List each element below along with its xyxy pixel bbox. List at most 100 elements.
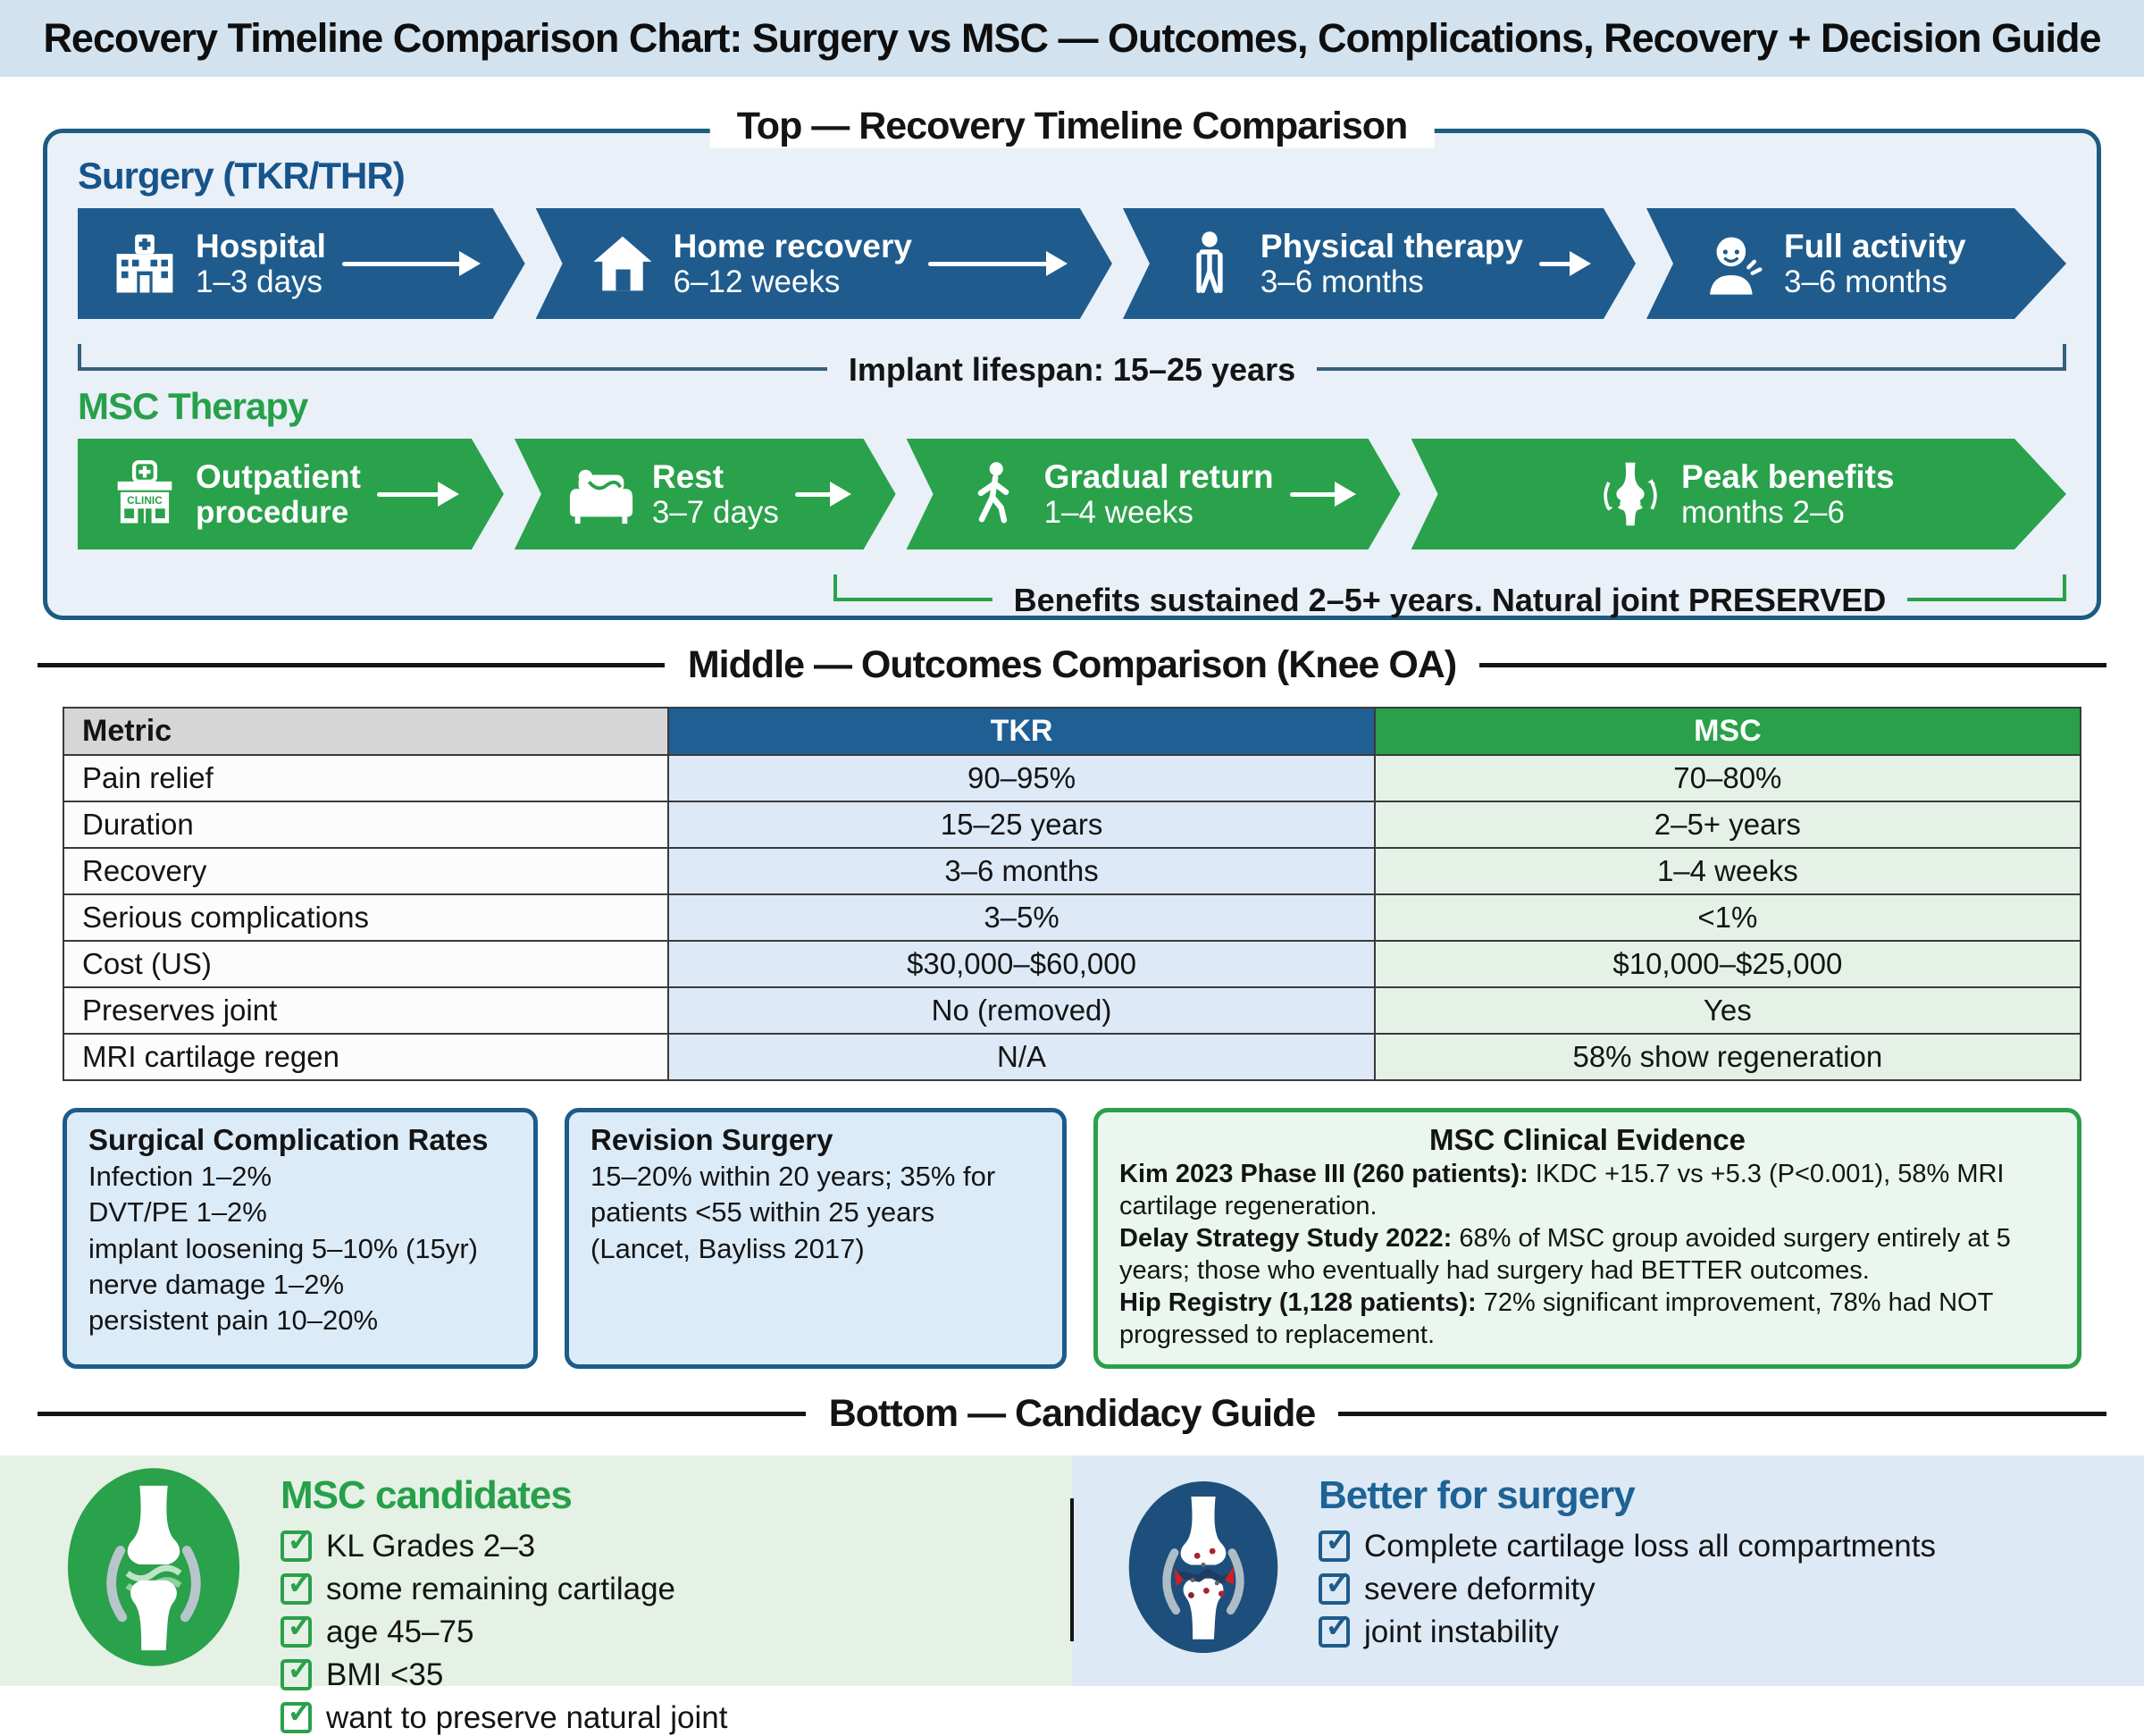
svg-text:CLINIC: CLINIC (127, 494, 163, 507)
stage-subtitle: 6–12 weeks (673, 264, 841, 300)
tkr-cell: 3–6 months (667, 847, 1376, 895)
msc-cell: 2–5+ years (1373, 801, 2082, 849)
stage-title: Home recovery (673, 227, 912, 264)
checkbox-icon (1319, 1607, 1352, 1648)
checkbox-icon (281, 1522, 314, 1563)
msc-cell: 1–4 weeks (1373, 847, 2082, 895)
right-arrow-icon (795, 492, 850, 497)
tkr-cell: 3–5% (667, 893, 1376, 942)
checklist-item: severe deformity (1319, 1564, 1936, 1607)
tkr-cell: 90–95% (667, 754, 1376, 802)
evidence-item: Hip Registry (1,128 patients): 72% signi… (1119, 1287, 1993, 1349)
checklist-label: some remaining cartilage (326, 1571, 676, 1606)
stage-subtitle: 3–6 months (1260, 264, 1424, 300)
divider-line (1338, 1411, 2107, 1416)
right-arrow-icon (1290, 492, 1354, 497)
stage-subtitle: 1–4 weeks (1043, 495, 1193, 531)
checkbox-icon (281, 1607, 314, 1648)
checklist-label: want to preserve natural joint (326, 1699, 728, 1735)
page-title: Recovery Timeline Comparison Chart: Surg… (43, 15, 2101, 61)
right-arrow-icon (1539, 262, 1589, 266)
msc-cell: <1% (1373, 893, 2082, 942)
msc-cell: Yes (1373, 986, 2082, 1035)
bracket-line (1907, 574, 2067, 601)
revision-box-text: 15–20% within 20 years; 35% for patients… (590, 1161, 996, 1264)
checklist-item: joint instability (1319, 1607, 1936, 1650)
checkbox-icon (1319, 1522, 1352, 1563)
revision-box-title: Revision Surgery (590, 1123, 833, 1156)
middle-section-heading: Middle — Outcomes Comparison (Knee OA) (687, 643, 1457, 686)
checklist-label: BMI <35 (326, 1656, 444, 1692)
metric-cell: Serious complications (62, 893, 670, 942)
msc-candidates-content: MSC candidates KL Grades 2–3some remaini… (281, 1466, 727, 1735)
checklist-label: KL Grades 2–3 (326, 1528, 536, 1564)
surgical-complication-rates-box: Surgical Complication Rates Infection 1–… (63, 1108, 538, 1369)
stage-title: Hospital (196, 227, 326, 264)
couch-icon (566, 457, 636, 532)
right-arrow-icon (928, 262, 1066, 266)
complications-box-title: Surgical Complication Rates (88, 1123, 489, 1156)
benefits-sustained-bracket: Benefits sustained 2–5+ years. Natural j… (833, 560, 2067, 618)
hospital-icon (110, 226, 180, 301)
candidacy-band: MSC candidates KL Grades 2–3some remaini… (0, 1455, 2144, 1735)
stage-title: Outpatient (196, 457, 361, 495)
healthy-knee-joint-icon (66, 1466, 241, 1686)
band-divider-line (1070, 1497, 1074, 1641)
stage-title: Gradual return (1043, 457, 1274, 495)
middle-section-divider: Middle — Outcomes Comparison (Knee OA) (38, 643, 2107, 687)
home-icon (588, 226, 657, 301)
stage-title: Rest (651, 457, 724, 495)
tkr-cell: $30,000–$60,000 (667, 940, 1376, 988)
better-for-surgery-title: Better for surgery (1319, 1472, 1636, 1517)
right-arrow-icon (342, 262, 479, 266)
complication-line: persistent pain 10–20% (88, 1304, 379, 1337)
divider-line (38, 663, 665, 667)
checklist-item: BMI <35 (281, 1650, 727, 1693)
top-section-heading: Top — Recovery Timeline Comparison (709, 105, 1435, 148)
msc-cell: 70–80% (1373, 754, 2082, 802)
walking-icon (959, 457, 1028, 532)
stage-subtitle: 3–6 months (1783, 264, 1947, 300)
evidence-item: Delay Strategy Study 2022: 68% of MSC gr… (1119, 1223, 2011, 1285)
full-activity-icon (1698, 226, 1768, 301)
checklist-label: joint instability (1364, 1614, 1559, 1649)
checklist-item: want to preserve natural joint (281, 1693, 728, 1736)
bracket-line (833, 574, 992, 601)
stage-subtitle: 1–3 days (196, 264, 323, 300)
checklist-item: some remaining cartilage (281, 1564, 727, 1607)
better-for-surgery-panel: Better for surgery Complete cartilage lo… (1072, 1455, 2144, 1686)
stage-subtitle: procedure (196, 495, 349, 531)
metric-cell: MRI cartilage regen (62, 1033, 670, 1081)
msc-candidates-panel: MSC candidates KL Grades 2–3some remaini… (0, 1455, 1072, 1735)
complication-line: Infection 1–2% (88, 1161, 272, 1192)
stage-title: Peak benefits (1681, 457, 1895, 495)
stage-title: Physical therapy (1260, 227, 1523, 264)
metric-cell: Recovery (62, 847, 670, 895)
stage-subtitle: months 2–6 (1681, 495, 1845, 531)
msc-cell: 58% show regeneration (1373, 1033, 2082, 1081)
stage-subtitle: 3–7 days (651, 495, 779, 531)
checklist-item: age 45–75 (281, 1607, 727, 1650)
msc-column-header: MSC (1373, 707, 2082, 756)
bottom-section-heading: Bottom — Candidacy Guide (828, 1391, 1317, 1435)
divider-line (1479, 663, 2107, 667)
tkr-cell: N/A (667, 1033, 1376, 1081)
divider-line (38, 1411, 806, 1416)
